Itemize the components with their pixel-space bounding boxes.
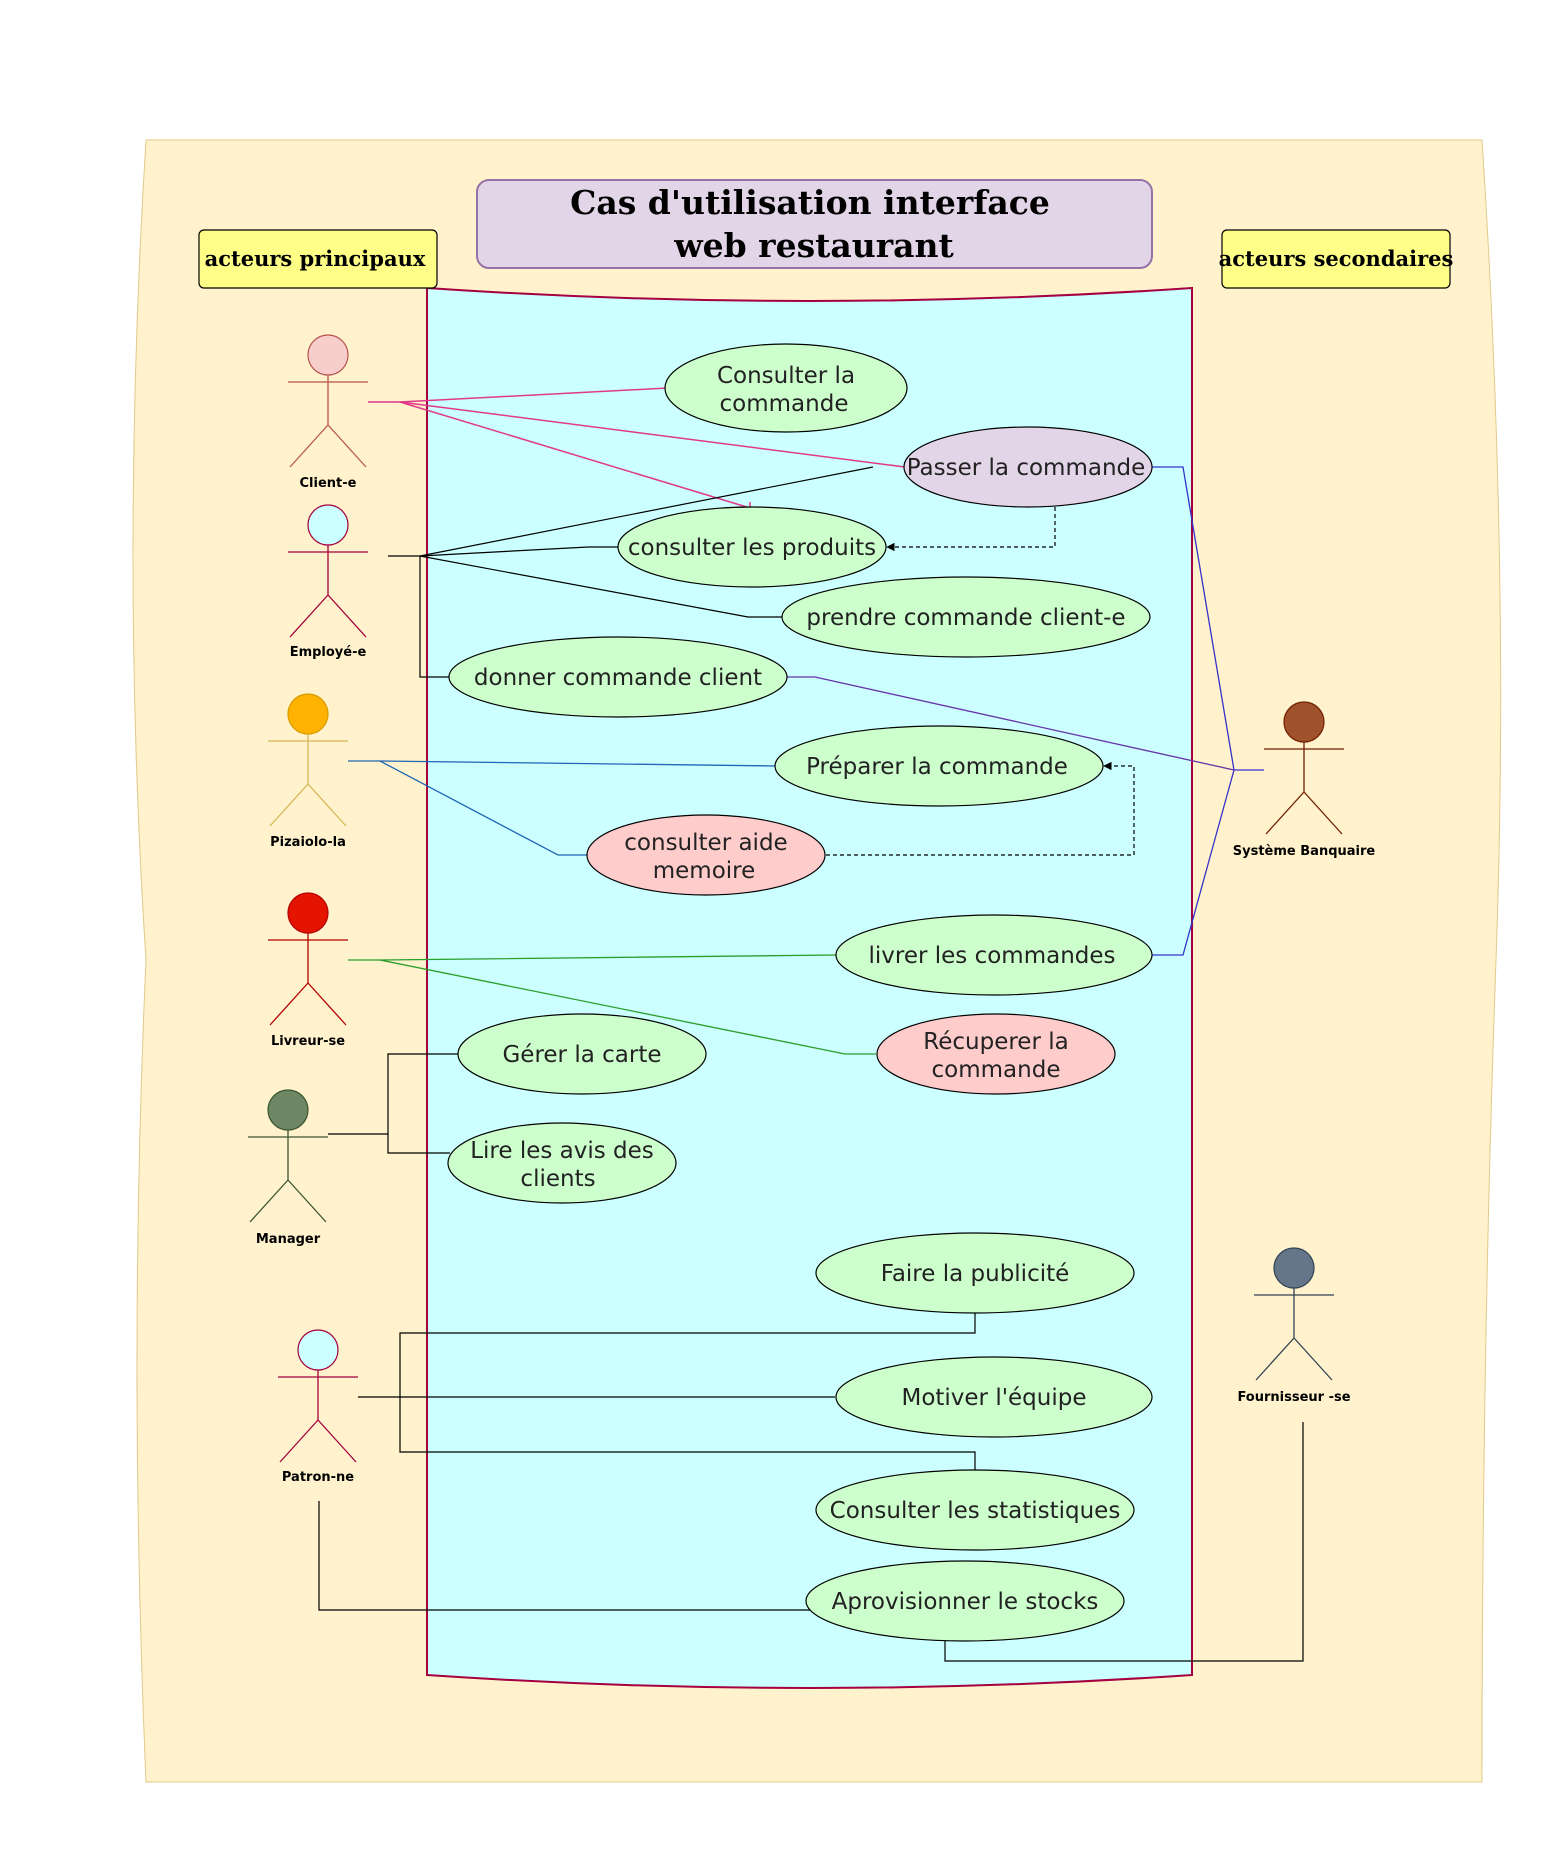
usecase-consulter-produits[interactable]: consulter les produits: [617, 506, 887, 588]
actor-label: Livreur-se: [271, 1034, 345, 1049]
actor-label: Client-e: [300, 476, 357, 491]
usecase-label: livrer les commandes: [868, 943, 1115, 969]
usecase-label: commande: [932, 1057, 1061, 1083]
usecase-label: commande: [720, 391, 849, 417]
actor-fournisseur[interactable]: Fournisseur -se: [1237, 1247, 1351, 1405]
actor-employe[interactable]: Employé-e: [288, 504, 368, 660]
actor-label: Patron-ne: [282, 1470, 354, 1485]
actor-head-icon: [287, 892, 329, 934]
usecase-faire-publicite[interactable]: Faire la publicité: [815, 1232, 1135, 1314]
usecase-label: clients: [520, 1166, 595, 1192]
actor-pizaiolo[interactable]: Pizaiolo-la: [268, 693, 348, 850]
actor-head-icon: [297, 1329, 339, 1371]
usecase-prendre-commande[interactable]: prendre commande client-e: [781, 576, 1151, 658]
actor-label: Fournisseur -se: [1237, 1390, 1350, 1405]
usecase-label: Passer la commande: [907, 455, 1146, 481]
usecase-label: consulter les produits: [628, 535, 876, 561]
usecase-preparer-commande[interactable]: Préparer la commande: [774, 725, 1104, 807]
actor-livreur[interactable]: Livreur-se: [268, 892, 348, 1049]
secondary-actors-label: acteurs secondaires: [1219, 229, 1454, 289]
usecase-approvisionner-stocks[interactable]: Aprovisionner le stocks: [805, 1560, 1125, 1642]
usecase-label: Aprovisionner le stocks: [832, 1589, 1099, 1615]
title-line-2: web restaurant: [673, 226, 954, 265]
actor-label: Système Banquaire: [1233, 844, 1376, 859]
diagram-title: Cas d'utilisation interface web restaura…: [476, 179, 1153, 269]
actor-patron[interactable]: Patron-ne: [278, 1329, 358, 1485]
usecase-livrer-commandes[interactable]: livrer les commandes: [835, 914, 1153, 996]
usecase-motiver-equipe[interactable]: Motiver l'équipe: [835, 1356, 1153, 1438]
actor-head-icon: [1283, 701, 1325, 743]
usecase-label: Consulter la: [717, 363, 855, 389]
actor-head-icon: [1273, 1247, 1315, 1289]
usecase-label: Préparer la commande: [806, 754, 1068, 780]
actor-label: Pizaiolo-la: [270, 835, 346, 850]
primary-actors-label: acteurs principaux: [198, 229, 438, 289]
actor-head-icon: [307, 334, 349, 376]
usecase-label: Récuperer la: [923, 1029, 1068, 1055]
usecase-label: Lire les avis des: [470, 1138, 654, 1164]
usecase-gerer-carte[interactable]: Gérer la carte: [457, 1013, 707, 1095]
usecase-label: Gérer la carte: [502, 1042, 661, 1068]
usecase-label: Consulter les statistiques: [830, 1498, 1121, 1524]
usecase-consulter-statistiques[interactable]: Consulter les statistiques: [815, 1469, 1135, 1551]
actor-label: Manager: [256, 1232, 321, 1247]
actor-client[interactable]: Client-e: [288, 334, 368, 491]
connectors: [318, 387, 1304, 1662]
usecase-consulter-commande[interactable]: Consulter la commande: [664, 343, 908, 433]
usecase-label: donner commande client: [474, 665, 762, 691]
actor-head-icon: [267, 1089, 309, 1131]
usecase-lire-avis[interactable]: Lire les avis des clients: [447, 1122, 677, 1204]
actor-label: Employé-e: [290, 645, 367, 660]
title-line-1: Cas d'utilisation interface: [570, 183, 1050, 222]
primary-actors-text: acteurs principaux: [205, 246, 426, 271]
actor-manager[interactable]: Manager: [248, 1089, 328, 1247]
usecase-label: Faire la publicité: [881, 1261, 1070, 1287]
usecase-donner-commande[interactable]: donner commande client: [448, 636, 788, 718]
actor-head-icon: [287, 693, 329, 735]
secondary-actors-text: acteurs secondaires: [1219, 246, 1454, 271]
usecase-consulter-aide[interactable]: consulter aide memoire: [586, 814, 826, 896]
actor-systeme-banquaire[interactable]: Système Banquaire: [1233, 701, 1376, 859]
usecase-label: consulter aide: [624, 830, 787, 856]
actor-head-icon: [307, 504, 349, 546]
usecase-label: prendre commande client-e: [806, 605, 1125, 631]
usecase-label: Motiver l'équipe: [901, 1385, 1086, 1411]
usecase-passer-commande[interactable]: Passer la commande: [903, 426, 1153, 508]
usecase-recuperer-commande[interactable]: Récuperer la commande: [876, 1013, 1116, 1095]
usecase-label: memoire: [653, 858, 756, 884]
